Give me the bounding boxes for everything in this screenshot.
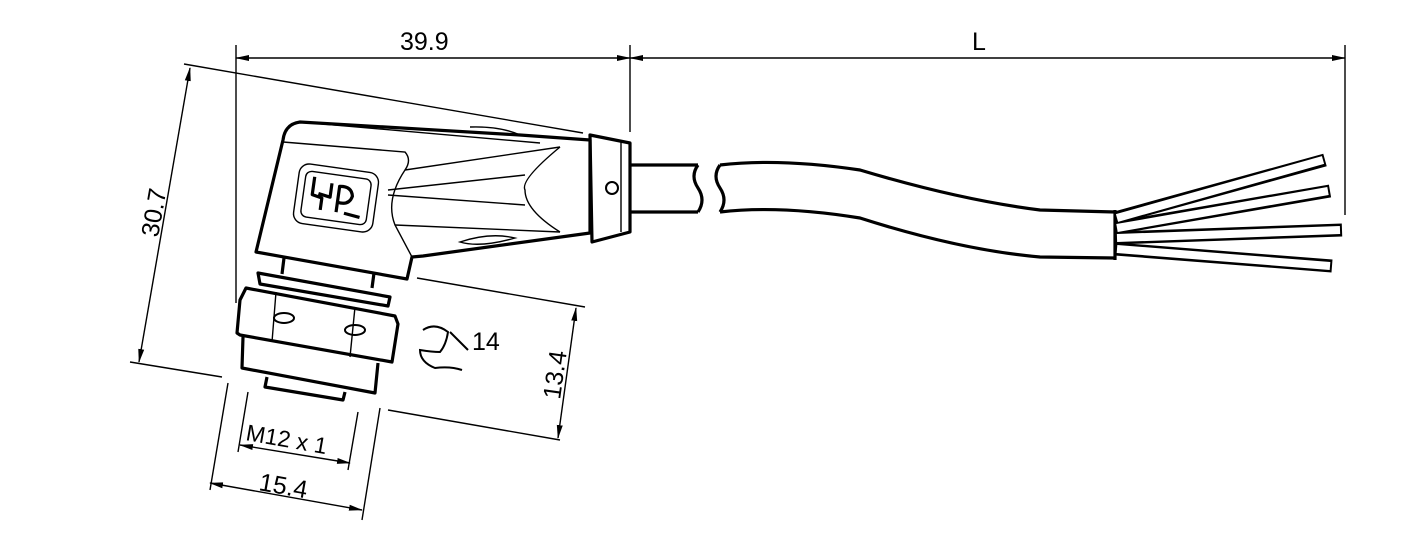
- wire-ends: [1113, 153, 1343, 273]
- wrench-size-label: 14: [472, 328, 500, 356]
- dimension-L: L: [629, 28, 1346, 215]
- cable: [630, 160, 1117, 260]
- connector-body: [254, 120, 632, 281]
- coupling-nut: [235, 257, 400, 402]
- dim-39-9-label: 39.9: [400, 28, 449, 56]
- wrench-icon: [418, 325, 469, 371]
- dim-L-label: L: [972, 28, 986, 56]
- brand-logo: [292, 163, 380, 233]
- dimension-39-9: 39.9: [235, 28, 631, 303]
- dim-30-7-label: 30.7: [136, 186, 172, 239]
- dimension-13-4: 13.4: [387, 277, 586, 441]
- wrench-size: 14: [418, 325, 500, 371]
- dim-13-4-label: 13.4: [538, 349, 573, 401]
- dimension-thread: M12 x 1: [237, 391, 359, 471]
- dim-15-4-label: 15.4: [257, 468, 310, 504]
- dimension-30-7: 30.7: [129, 63, 584, 378]
